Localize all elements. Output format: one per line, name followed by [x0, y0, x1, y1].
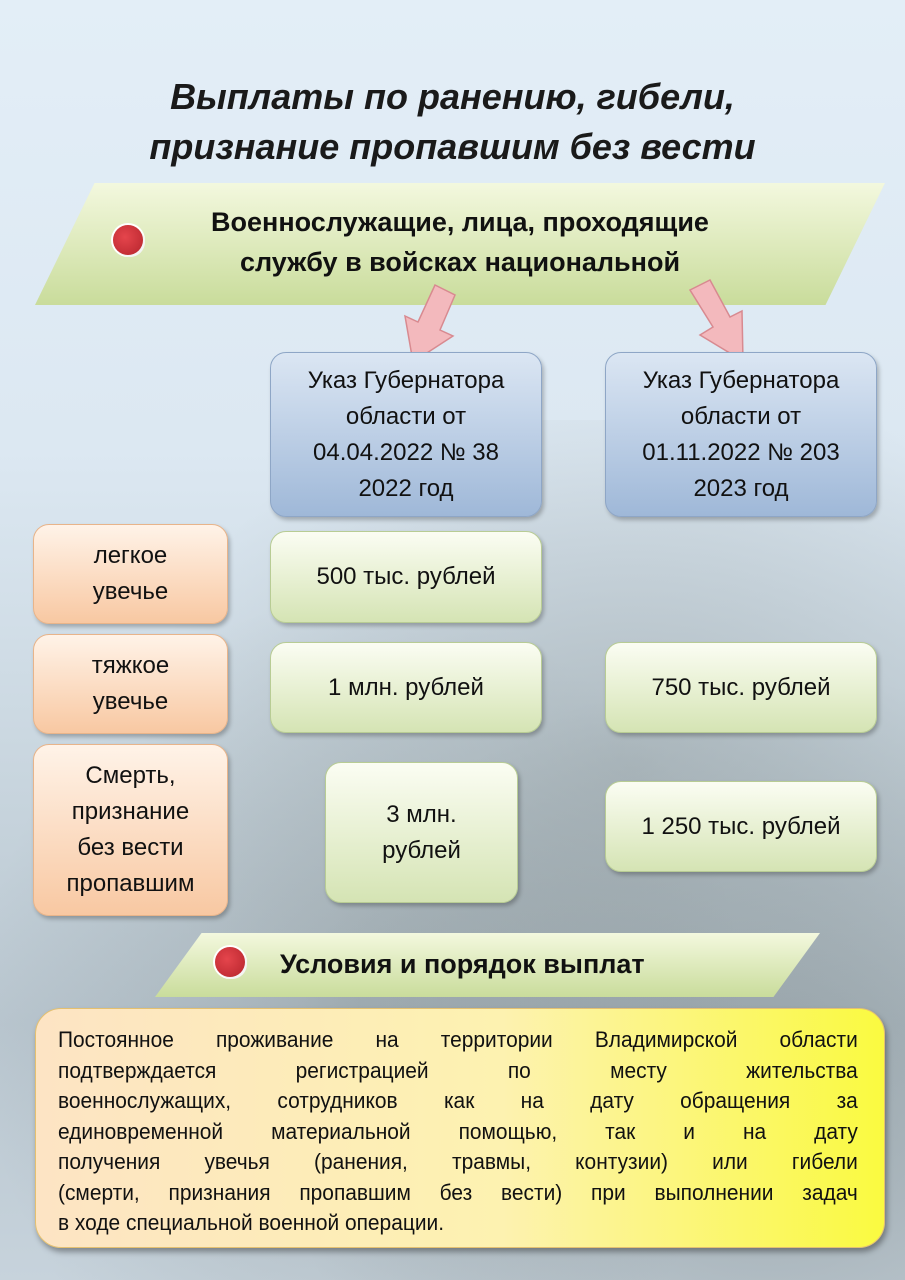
label-text: Смерть,	[85, 762, 176, 789]
label-text: пропавшим	[66, 870, 195, 897]
conditions-text-box: Постоянное проживание на территории Влад…	[35, 1008, 885, 1248]
decree-text: области от	[345, 402, 467, 430]
conditions-banner-label: Условия и порядок выплат	[280, 949, 645, 979]
label-text: увечье	[92, 578, 169, 605]
decree-2023-box: Указ Губернатора области от 01.11.2022 № 2…	[605, 352, 877, 517]
page-title-line-1: Выплаты по ранению, гибели,	[170, 76, 735, 117]
conditions-banner	[155, 933, 820, 997]
category-banner-line-2: службу в войсках национальной	[239, 247, 681, 277]
decree-2022-box: Указ Губернатора области от 04.04.2022 № 3…	[270, 352, 542, 517]
label-text: тяжкое	[91, 652, 170, 679]
arrow-down-right-icon	[688, 279, 744, 363]
decree-text: 04.04.2022 № 38	[313, 438, 499, 466]
decree-text: 2023 год	[693, 474, 789, 502]
decree-text: 01.11.2022 № 203	[642, 438, 840, 466]
conditions-line: Постоянное проживание на территории Влад…	[58, 1027, 858, 1052]
category-banner	[35, 183, 885, 305]
value-text: рублей	[382, 836, 461, 864]
page-title-line-2: признание пропавшим без вести	[149, 126, 756, 167]
value-light-2022: 500 тыс. рублей	[270, 531, 542, 623]
value-death-2023: 1 250 тыс. рублей	[605, 781, 877, 872]
value-severe-2023: 750 тыс. рублей	[605, 642, 877, 733]
decree-text: 2022 год	[358, 474, 454, 502]
value-severe-2022: 1 млн. рублей	[270, 642, 542, 733]
value-death-2022: 3 млн. рублей	[325, 762, 518, 903]
red-bullet-icon	[215, 947, 245, 977]
category-banner-line-1: Военнослужащие, лица, проходящие	[211, 207, 709, 237]
conditions-line: (смерти, признания пропавшим без вести) …	[58, 1179, 858, 1205]
red-bullet-icon	[113, 225, 143, 255]
row-label-death: Смерть, признание без вести пропавшим	[33, 744, 228, 916]
conditions-line: получения увечья (ранения, травмы, конту…	[58, 1149, 858, 1174]
label-text: признание	[71, 798, 190, 825]
decree-text: Указ Губернатора	[307, 366, 505, 394]
conditions-line: военнослужащих, сотрудников как на дату …	[58, 1088, 858, 1113]
decree-text: области от	[680, 402, 802, 430]
conditions-line: в ходе специальной военной операции.	[58, 1210, 445, 1235]
label-text: легкое	[93, 542, 168, 569]
label-text: без вести	[77, 834, 184, 861]
row-label-severe-injury: тяжкое увечье	[33, 634, 228, 734]
value-text: 3 млн.	[386, 800, 457, 828]
conditions-line: единовременной материальной помощью, так…	[58, 1118, 858, 1144]
label-text: увечье	[92, 688, 169, 715]
row-label-light-injury: легкое увечье	[33, 524, 228, 624]
decree-text: Указ Губернатора	[642, 366, 840, 394]
arrow-down-left-icon	[404, 283, 456, 364]
conditions-line: подтверждается регистрацией по месту жит…	[58, 1057, 858, 1083]
